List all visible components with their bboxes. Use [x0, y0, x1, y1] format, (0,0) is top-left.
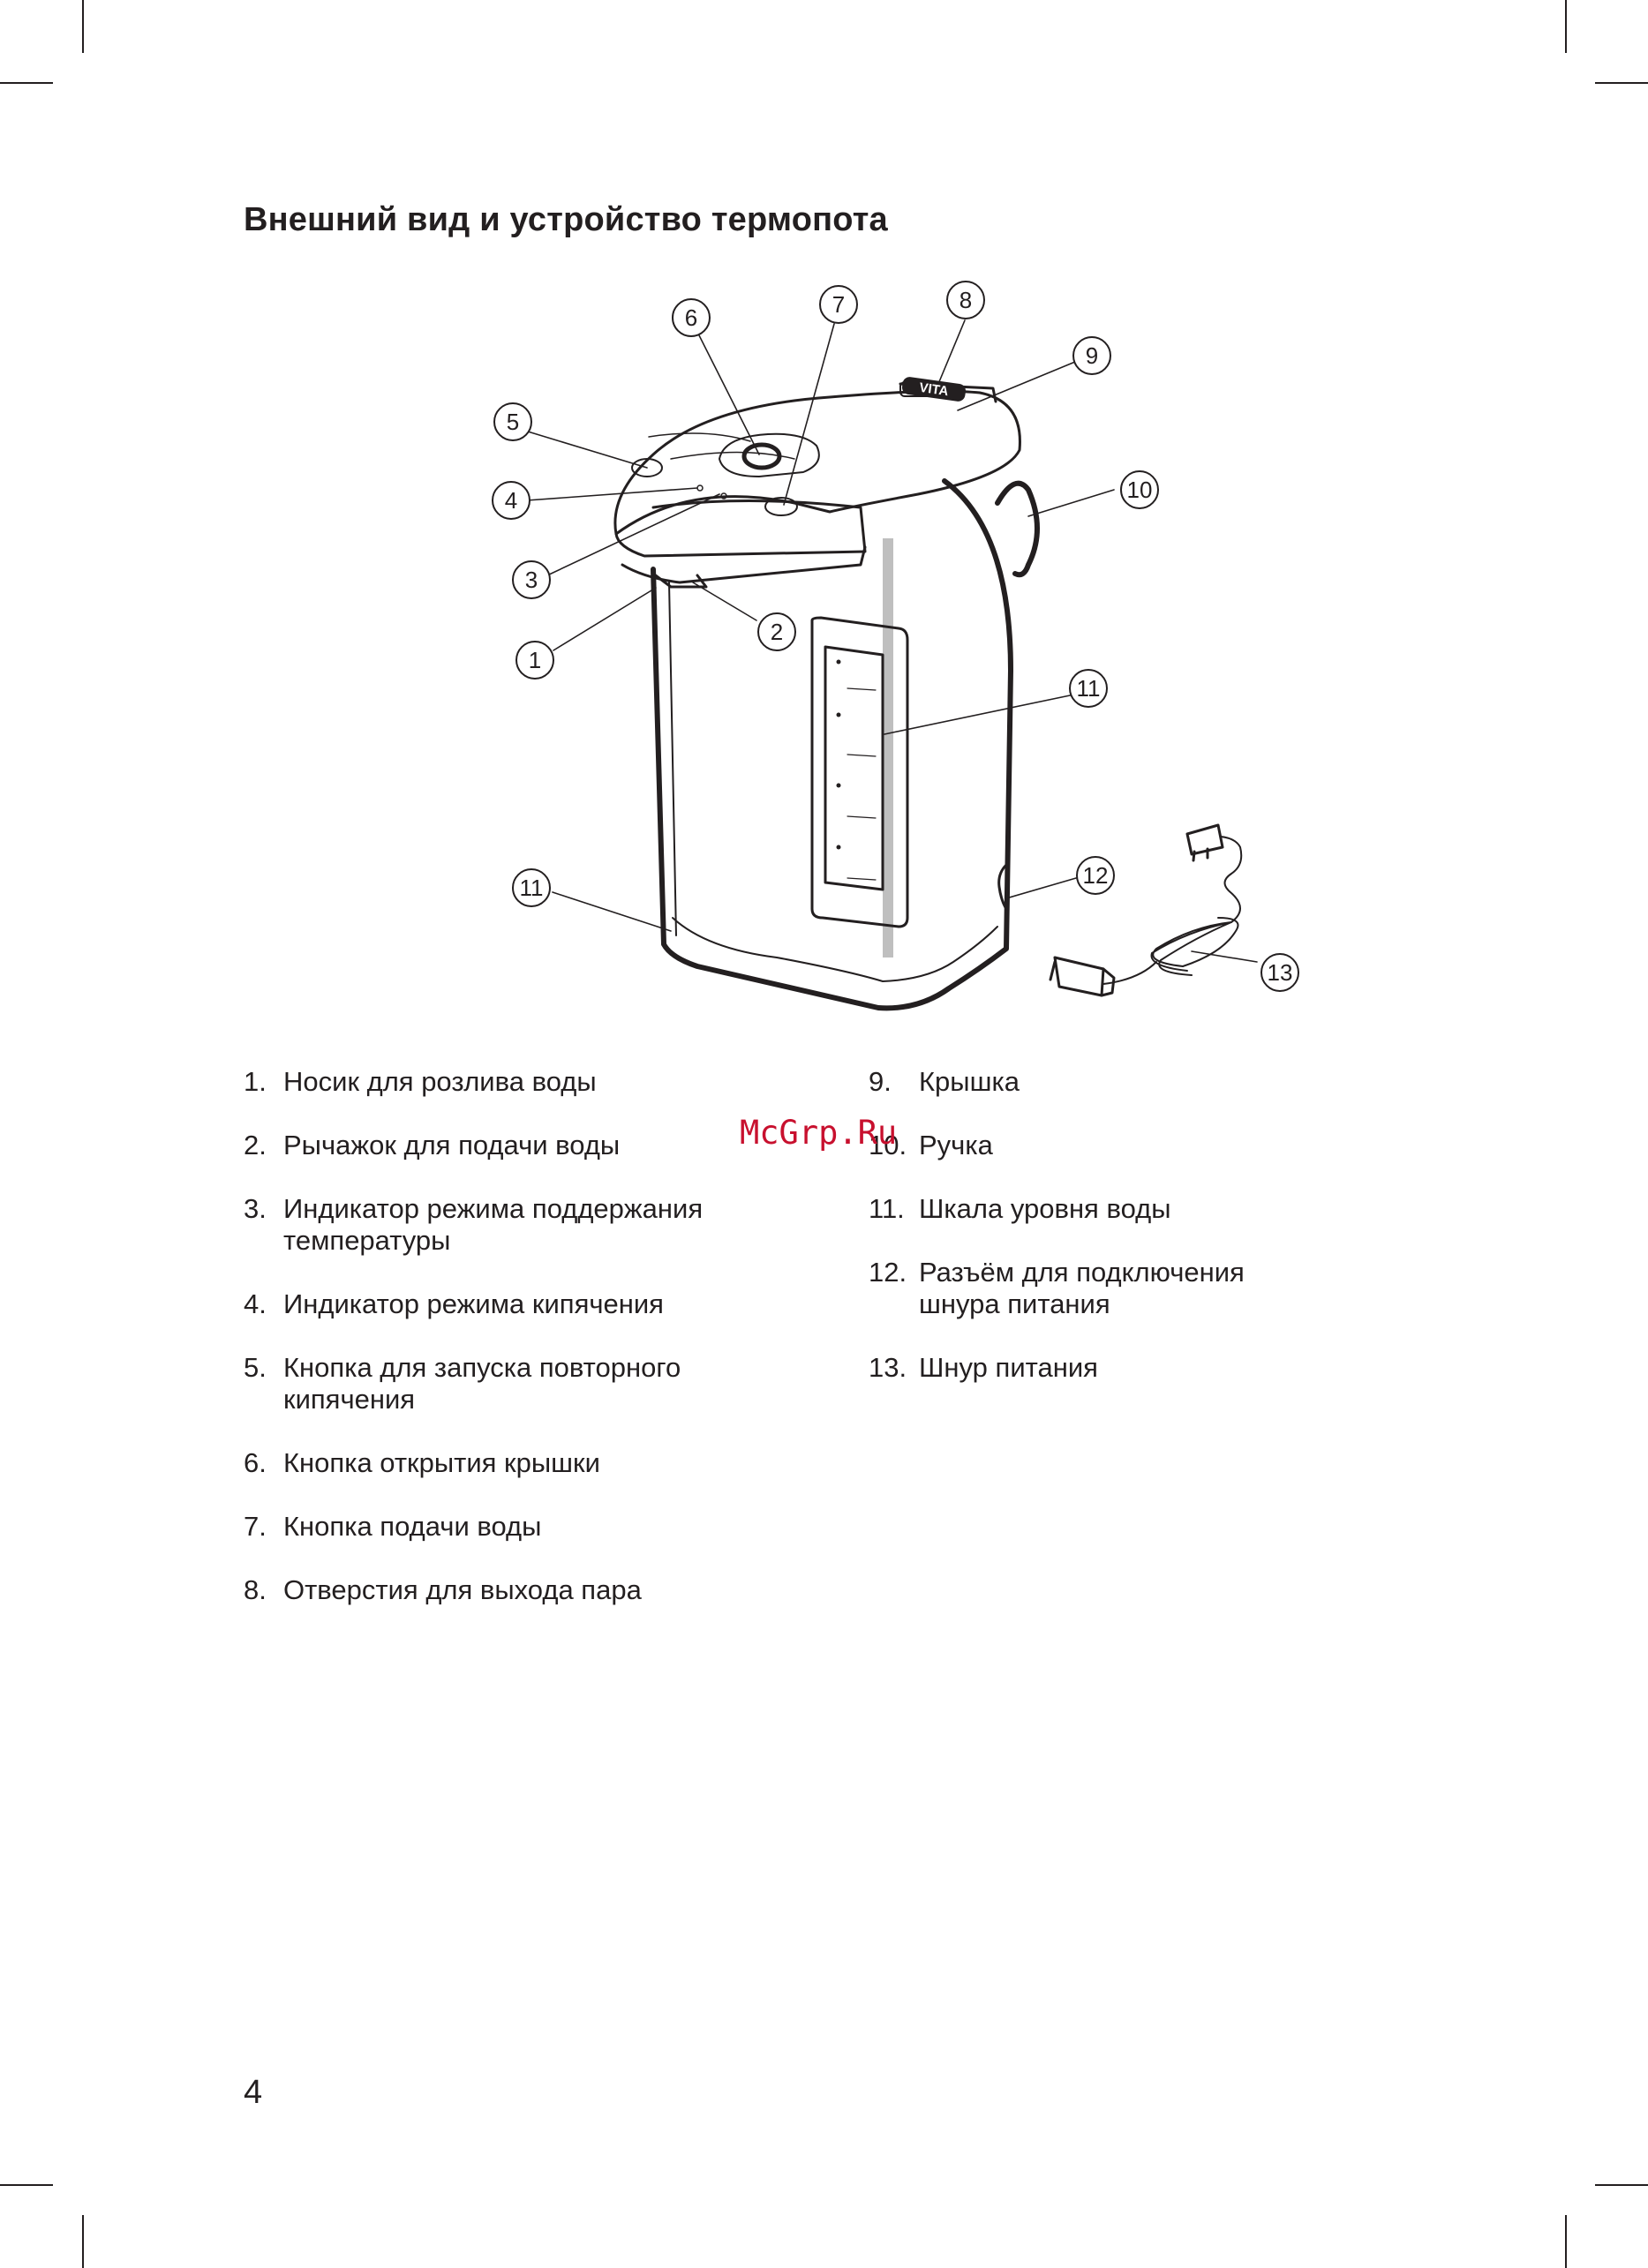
dispense-button-shape [764, 497, 798, 516]
crop-mark [1565, 0, 1567, 53]
list-item-number: 8. [244, 1574, 267, 1605]
callout-number: 7 [832, 291, 845, 318]
water-level-window [810, 616, 909, 928]
crop-mark [0, 82, 53, 84]
crop-mark [1565, 2215, 1567, 2268]
pot-lid [613, 381, 1021, 589]
list-item-number: 2. [244, 1130, 267, 1160]
list-item-number: 10. [869, 1130, 907, 1160]
parts-list-left: 1. Носик для розлива воды 2. Рычажок для п… [244, 1066, 791, 1638]
thermopot-diagram: VITA 1 2 3 4 5 6 7 8 9 10 11 11 12 13 [492, 281, 1299, 1011]
list-item-label: Индикатор режима кипячения [283, 1288, 664, 1319]
callout-number: 9 [1086, 342, 1098, 369]
list-item: 7. Кнопка подачи воды [244, 1511, 791, 1543]
list-item: 6. Кнопка открытия крышки [244, 1447, 791, 1479]
crop-mark [0, 2184, 53, 2186]
list-item: 13. Шнур питания [869, 1352, 1328, 1384]
callout-number: 8 [959, 287, 972, 313]
list-item: 8. Отверстия для выхода пара [244, 1574, 791, 1606]
crop-mark [1595, 2184, 1648, 2186]
parts-list-right: 9. Крышка 10. Ручка 11. Шкала уровня воды 1… [869, 1066, 1328, 1416]
list-item: 4. Индикатор режима кипячения [244, 1288, 791, 1320]
list-item-number: 11. [869, 1193, 905, 1224]
crop-mark [82, 0, 84, 53]
list-item-label: Индикатор режима поддержания температуры [283, 1193, 704, 1256]
list-item: 1. Носик для розлива воды [244, 1066, 791, 1098]
list-item-number: 5. [244, 1352, 267, 1383]
list-item-label: Рычажок для подачи воды [283, 1130, 621, 1160]
list-item-number: 13. [869, 1352, 907, 1383]
callout-number: 4 [505, 487, 517, 514]
list-item: 9. Крышка [869, 1066, 1328, 1098]
body-seam [883, 538, 893, 958]
list-item-label: Кнопка открытия крышки [283, 1447, 600, 1478]
list-item: 12. Разъём для подключения шнура питания [869, 1257, 1328, 1320]
list-item-label: Ручка [919, 1130, 993, 1160]
list-item: 11. Шкала уровня воды [869, 1193, 1328, 1225]
callout-number: 11 [520, 875, 544, 901]
list-item: 5. Кнопка для запуска повторного кипячени… [244, 1352, 791, 1416]
page-number: 4 [244, 2074, 263, 2111]
callout-number: 13 [1268, 959, 1293, 986]
callout-number: 1 [529, 647, 541, 673]
list-item-label: Шнур питания [919, 1352, 1098, 1383]
brand-logo-text: VITA [918, 380, 949, 399]
list-item-number: 9. [869, 1066, 892, 1097]
list-item-number: 6. [244, 1447, 267, 1478]
watermark: McGrp.Ru [740, 1114, 898, 1152]
callout-number: 5 [507, 409, 519, 435]
crop-mark [82, 2215, 84, 2268]
reboil-button-shape [631, 458, 663, 477]
callout-number: 12 [1083, 862, 1109, 889]
callout-number: 10 [1127, 477, 1153, 503]
page-title: Внешний вид и устройство термопота [244, 201, 888, 238]
list-item-label: Отверстия для выхода пара [283, 1574, 642, 1605]
list-item-label: Кнопка подачи воды [283, 1511, 542, 1542]
list-item-label: Кнопка для запуска повторного кипячения [283, 1352, 681, 1415]
brand-logo [901, 377, 967, 402]
crop-mark [1595, 82, 1648, 84]
pot-handle [995, 480, 1040, 578]
callout-number: 3 [525, 567, 538, 593]
callout-number: 6 [685, 304, 697, 331]
list-item-label: Разъём для подключения шнура питания [919, 1257, 1245, 1319]
list-item-label: Носик для розлива воды [283, 1066, 597, 1097]
callout-circles [492, 281, 1299, 992]
pot-body [651, 478, 1013, 1011]
list-item-label: Шкала уровня воды [919, 1193, 1171, 1224]
list-item: 3. Индикатор режима поддержания температу… [244, 1193, 791, 1257]
list-item-label: Крышка [919, 1066, 1020, 1097]
list-item-number: 7. [244, 1511, 267, 1542]
list-item-number: 4. [244, 1288, 267, 1319]
list-item-number: 12. [869, 1257, 907, 1288]
list-item: 2. Рычажок для подачи воды [244, 1130, 791, 1161]
list-item-number: 3. [244, 1193, 267, 1224]
power-cord [1049, 823, 1243, 997]
power-socket-shape [997, 863, 1008, 911]
callout-number: 2 [771, 619, 783, 645]
list-item-number: 1. [244, 1066, 267, 1097]
callout-number: 11 [1077, 675, 1101, 702]
leader-lines [526, 319, 1258, 963]
list-item: 10. Ручка [869, 1130, 1328, 1161]
lid-open-button-shape [741, 442, 782, 470]
